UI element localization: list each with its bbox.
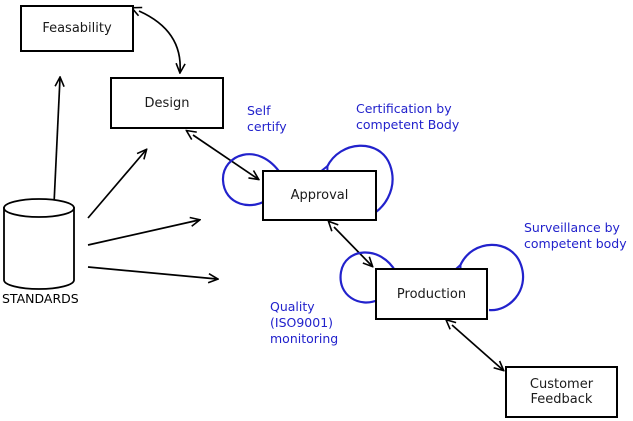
annotation-surveillance-by-competent-body: Surveillance by competent body bbox=[524, 220, 627, 251]
self-loop-approval-self-certify bbox=[221, 153, 281, 207]
edge-standards-approval bbox=[87, 220, 199, 246]
node-customer-feedback-label: Customer Feedback bbox=[529, 377, 594, 407]
self-loop-production-surveillance bbox=[460, 243, 524, 312]
annotation-certification-by-competent-body: Certification by competent Body bbox=[356, 101, 460, 132]
node-feasability[interactable]: Feasability bbox=[20, 5, 134, 52]
edge-design-approval bbox=[193, 135, 258, 179]
standards-cylinder bbox=[3, 198, 75, 290]
self-loop-production-quality bbox=[339, 251, 396, 304]
node-design-label: Design bbox=[144, 95, 190, 111]
node-production[interactable]: Production bbox=[375, 268, 488, 320]
standards-label: STANDARDS bbox=[2, 291, 79, 306]
node-production-label: Production bbox=[396, 286, 467, 302]
self-loop-approval-certification bbox=[327, 144, 394, 217]
annotation-quality-iso9001-monitoring: Quality (ISO9001) monitoring bbox=[270, 299, 339, 346]
edge-feasability-design bbox=[139, 11, 180, 72]
node-customer-feedback[interactable]: Customer Feedback bbox=[505, 366, 618, 418]
annotation-self-certify: Self certify bbox=[247, 103, 287, 134]
node-approval[interactable]: Approval bbox=[262, 170, 377, 221]
node-approval-label: Approval bbox=[290, 188, 349, 203]
node-design[interactable]: Design bbox=[110, 77, 224, 129]
edge-standards-production bbox=[87, 266, 217, 279]
edge-production-customer-feedback bbox=[452, 325, 503, 370]
edge-standards-feasability bbox=[53, 78, 60, 205]
edge-approval-production bbox=[334, 227, 372, 266]
node-feasability-label: Feasability bbox=[42, 21, 112, 36]
edge-standards-design bbox=[87, 150, 146, 219]
